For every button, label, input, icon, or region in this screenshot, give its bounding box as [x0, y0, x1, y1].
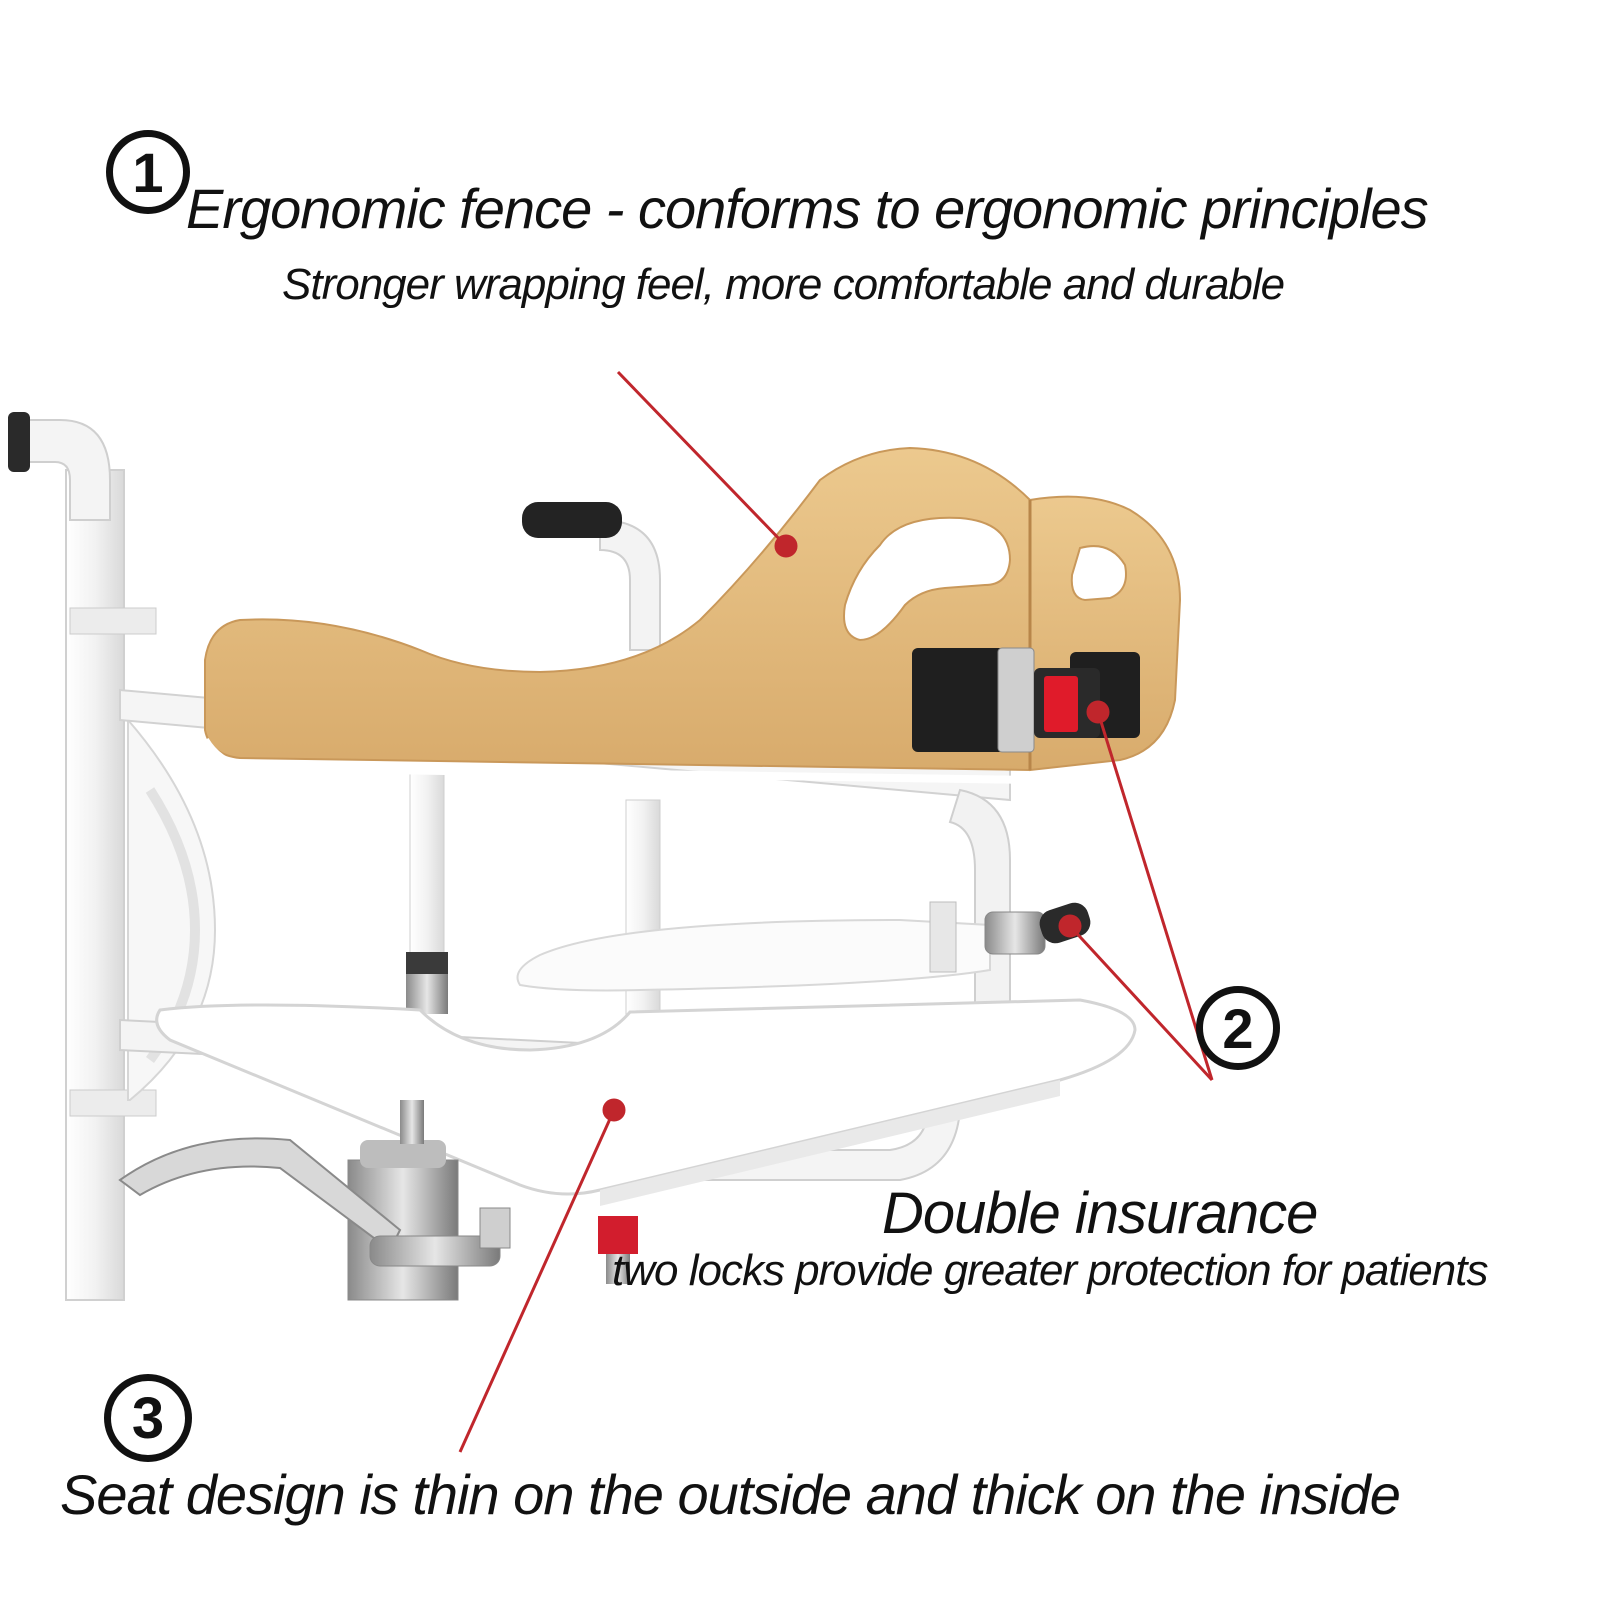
footrest [516, 918, 991, 992]
rear-handle [522, 502, 661, 651]
callout-3-title: Seat design is thin on the outside and t… [60, 1463, 1401, 1526]
callout-2-title: Double insurance [882, 1181, 1318, 1246]
left-mast [8, 412, 217, 1301]
seat-board [155, 998, 1137, 1284]
callout-1-subtitle: Stronger wrapping feel, more comfortable… [282, 260, 1285, 309]
callout-2-subtitle: two locks provide greater protection for… [612, 1246, 1488, 1295]
leader-lines [458, 370, 1214, 1453]
circled-number-3-icon: 3 [104, 1374, 192, 1462]
lift-mechanism [118, 1100, 511, 1301]
circled-number-2-icon: 2 [1196, 986, 1280, 1070]
callout-1-title: Ergonomic fence - conforms to ergonomic … [186, 177, 1429, 240]
circled-number-1-icon: 1 [106, 130, 190, 214]
